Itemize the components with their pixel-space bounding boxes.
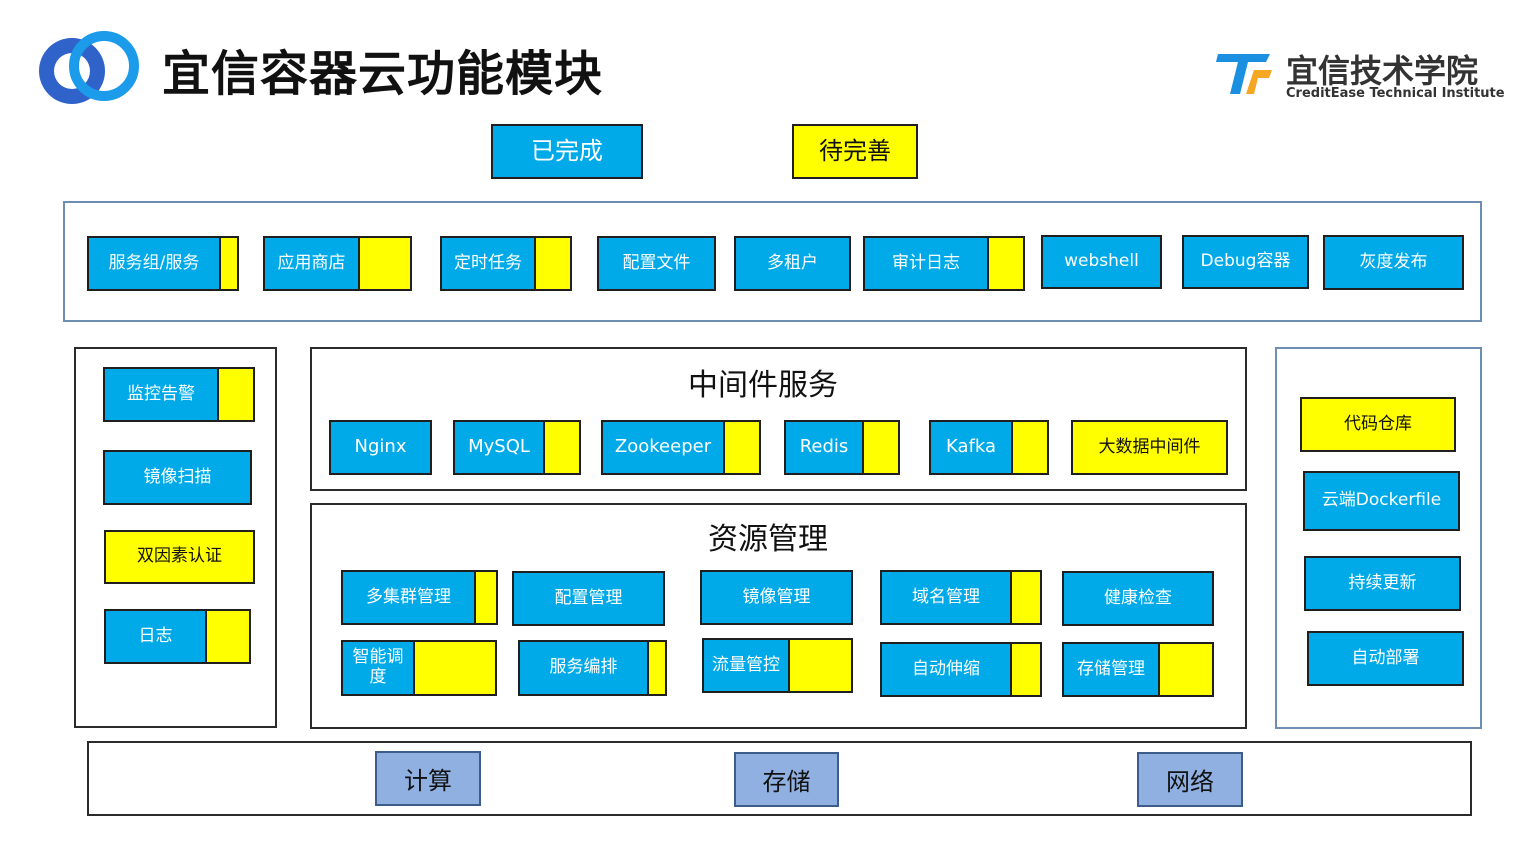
module-smart-scheduling: 智能调度 [341,640,497,696]
infra-network: 网络 [1137,752,1243,807]
module-cron-job: 定时任务 [440,236,572,291]
module-multi-cluster: 多集群管理 [341,570,498,625]
resource-title: 资源管理 [708,522,828,557]
module-monitoring-alert: 监控告警 [103,367,255,422]
module-code-repository: 代码仓库 [1300,397,1456,452]
module-service-orchestration: 服务编排 [518,640,667,696]
module-zookeeper: Zookeeper [601,420,761,475]
module-health-check: 健康检查 [1062,571,1214,626]
module-config-file: 配置文件 [597,236,716,291]
middleware-title: 中间件服务 [688,368,838,403]
module-auto-scaling: 自动伸缩 [880,642,1042,697]
module-kafka: Kafka [929,420,1049,475]
module-domain-management: 域名管理 [880,570,1042,625]
module-cloud-dockerfile: 云端Dockerfile [1303,471,1460,531]
module-storage-management: 存储管理 [1062,642,1214,697]
module-image-management: 镜像管理 [700,570,853,625]
legend-todo: 待完善 [792,124,918,179]
module-debug-container: Debug容器 [1182,235,1309,289]
module-webshell: webshell [1041,235,1162,289]
module-nginx: Nginx [329,420,432,475]
legend-done: 已完成 [491,124,643,179]
product-logo-icon [39,31,139,104]
brand-subtitle: CreditEase Technical Institute [1286,86,1505,101]
module-audit-log: 审计日志 [863,236,1025,291]
infra-storage: 存储 [734,752,839,807]
brand-logo-icon [1216,54,1272,94]
module-app-store: 应用商店 [263,236,412,291]
module-logs: 日志 [104,609,251,664]
infra-compute: 计算 [375,751,481,806]
module-traffic-control: 流量管控 [702,638,853,693]
module-bigdata-middleware: 大数据中间件 [1071,420,1228,475]
module-image-scan: 镜像扫描 [103,450,252,505]
module-two-factor-auth: 双因素认证 [104,530,255,584]
page-title: 宜信容器云功能模块 [162,46,604,102]
module-redis: Redis [784,420,900,475]
module-config-management: 配置管理 [512,571,665,626]
module-canary-release: 灰度发布 [1323,235,1464,290]
module-multi-tenant: 多租户 [734,236,851,291]
module-auto-deploy: 自动部署 [1307,631,1464,686]
module-mysql: MySQL [453,420,581,475]
brand-name: 宜信技术学院 [1286,52,1479,90]
module-continuous-update: 持续更新 [1304,556,1461,611]
module-service-group: 服务组/服务 [87,236,239,291]
